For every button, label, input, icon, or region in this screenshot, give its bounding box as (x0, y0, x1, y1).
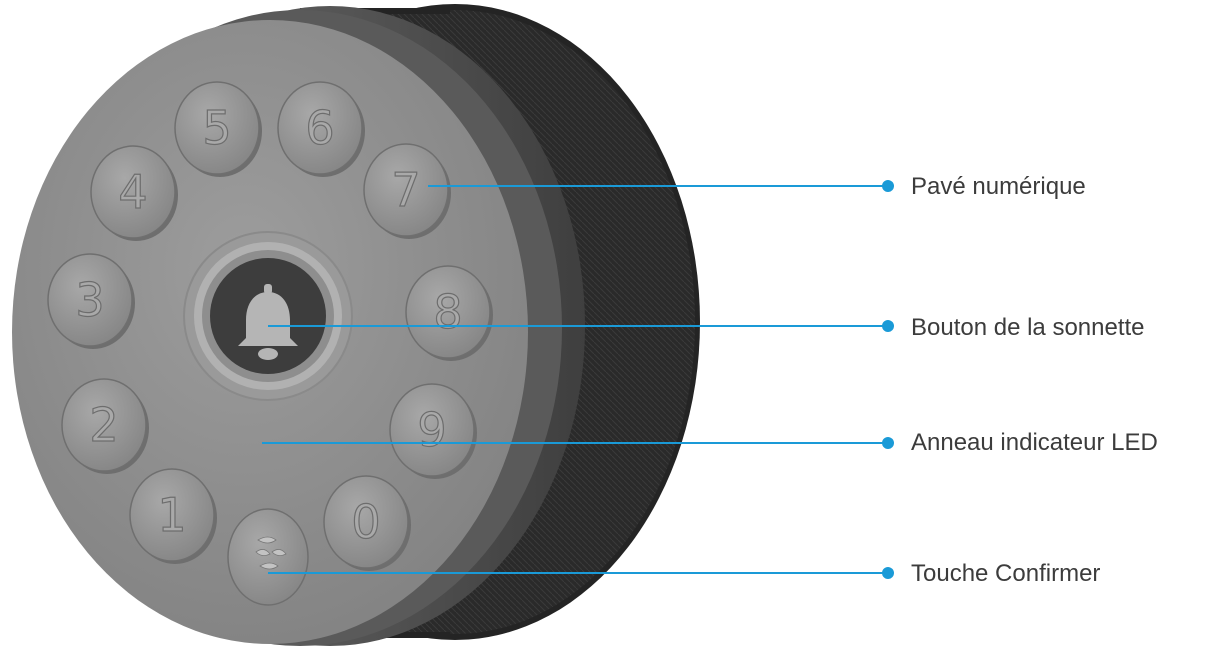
key-cap (323, 475, 409, 569)
key-2[interactable]: 2 (61, 378, 149, 474)
key-cap (90, 145, 176, 239)
key-label: 5 (202, 101, 231, 155)
callout-dot-doorbell (882, 320, 894, 332)
callout-dot-confirm (882, 567, 894, 579)
key-3[interactable]: 3 (47, 253, 135, 349)
key-label: 9 (417, 403, 446, 457)
key-cap (363, 143, 449, 237)
confirm-key[interactable] (227, 508, 309, 606)
key-label: 3 (75, 273, 104, 327)
key-0[interactable]: 0 (323, 475, 411, 571)
key-6[interactable]: 6 (277, 81, 365, 177)
key-label: 8 (433, 285, 462, 339)
callout-dot-led (882, 437, 894, 449)
label-confirm-key: Touche Confirmer (911, 560, 1101, 587)
label-led-ring: Anneau indicateur LED (911, 429, 1158, 456)
bell-icon (238, 284, 298, 360)
callout-dot-keypad (882, 180, 894, 192)
key-cap (47, 253, 133, 347)
label-keypad: Pavé numérique (911, 173, 1086, 200)
key-label: 1 (157, 488, 186, 542)
label-doorbell-button: Bouton de la sonnette (911, 314, 1145, 341)
key-cap (174, 81, 260, 175)
key-5[interactable]: 5 (174, 81, 262, 177)
key-cap (277, 81, 363, 175)
doorbell-button[interactable] (210, 258, 326, 374)
ezviz-logo-icon (255, 536, 287, 570)
callout-lines (262, 180, 894, 579)
key-cap (405, 265, 491, 359)
key-cap (129, 468, 215, 562)
key-cap (61, 378, 147, 472)
key-label: 6 (305, 101, 334, 155)
key-9[interactable]: 9 (389, 383, 477, 479)
key-8[interactable]: 8 (405, 265, 493, 361)
key-label: 0 (351, 495, 380, 549)
key-1[interactable]: 1 (129, 468, 217, 564)
key-7[interactable]: 7 (363, 143, 451, 239)
key-label: 2 (89, 398, 118, 452)
key-label: 7 (391, 163, 420, 217)
key-label: 4 (118, 165, 147, 219)
key-4[interactable]: 4 (90, 145, 178, 241)
key-cap (389, 383, 475, 477)
